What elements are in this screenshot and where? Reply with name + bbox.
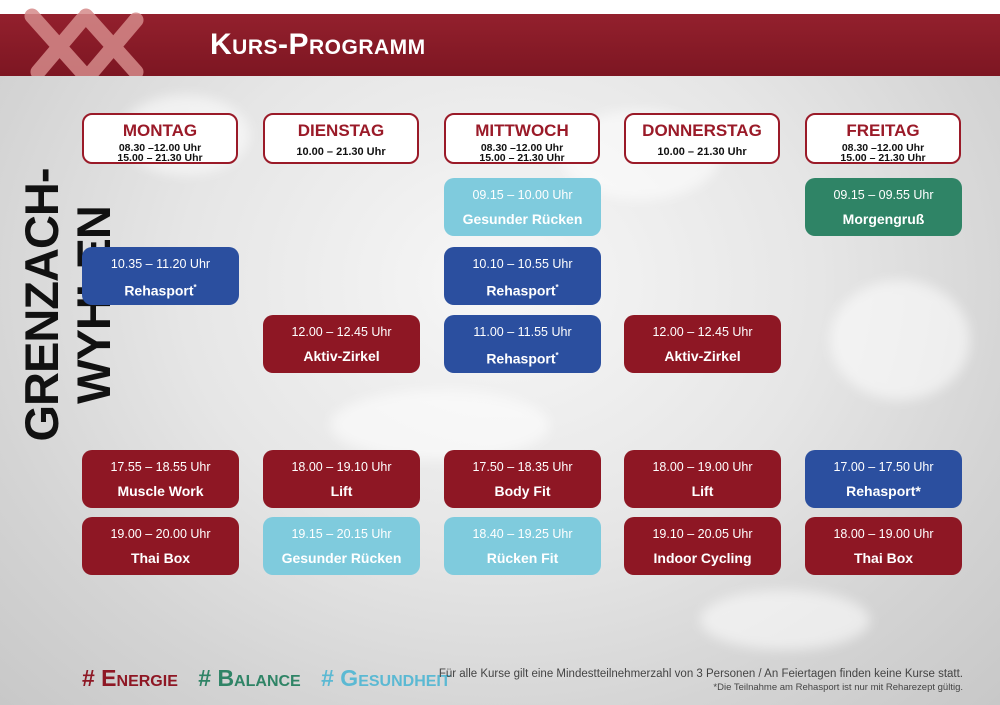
course-time: 09.15 – 09.55 Uhr (833, 188, 934, 202)
day-hours: 15.00 – 21.30 Uhr (479, 152, 565, 164)
course-card-aktiv-zirkel[interactable]: 12.00 – 12.45 Uhr Aktiv-Zirkel (263, 315, 420, 373)
day-name: FREITAG (846, 121, 920, 140)
day-name: MITTWOCH (475, 121, 569, 140)
legend-energie: # Energie (82, 665, 178, 691)
course-time: 12.00 – 12.45 Uhr (652, 325, 753, 339)
day-header-donnerstag: DONNERSTAG 10.00 – 21.30 Uhr (624, 113, 780, 164)
course-name: Thai Box (130, 550, 191, 566)
day-name: MONTAG (122, 121, 198, 140)
course-card-rehasport[interactable]: 10.10 – 10.55 Uhr Rehasport* (444, 247, 601, 305)
course-card-lift[interactable]: 18.00 – 19.10 Uhr Lift (263, 450, 420, 508)
day-hours: 10.00 – 21.30 Uhr (657, 146, 747, 158)
footnote: Für alle Kurse gilt eine Mindestteilnehm… (439, 667, 963, 695)
course-card-rehasport[interactable]: 11.00 – 11.55 Uhr Rehasport* (444, 315, 601, 373)
course-name: Aktiv-Zirkel (303, 348, 380, 364)
course-card-thai-box[interactable]: 19.00 – 20.00 Uhr Thai Box (82, 517, 239, 575)
legend-balance: # Balance (198, 665, 301, 691)
day-header-montag: MONTAG 08.30 –12.00 Uhr 15.00 – 21.30 Uh… (82, 113, 238, 164)
course-time: 17.50 – 18.35 Uhr (472, 460, 573, 474)
double-x-logo-icon (20, 6, 160, 76)
course-time: 19.10 – 20.05 Uhr (652, 527, 753, 541)
background-bokeh (700, 590, 870, 650)
day-hours: 15.00 – 21.30 Uhr (117, 152, 203, 164)
course-card-muscle-work[interactable]: 17.55 – 18.55 Uhr Muscle Work (82, 450, 239, 508)
course-time: 19.00 – 20.00 Uhr (110, 527, 211, 541)
location-label: GRENZACH-WYHLEN (15, 168, 120, 442)
course-time: 18.00 – 19.10 Uhr (291, 460, 392, 474)
course-name: Rehasport* (846, 483, 921, 499)
course-time: 11.00 – 11.55 Uhr (473, 325, 572, 339)
course-name: Rehasport* (486, 350, 559, 367)
course-name: Aktiv-Zirkel (664, 348, 741, 364)
course-name: Muscle Work (117, 483, 204, 499)
day-hours: 08.30 –12.00 Uhr (841, 142, 925, 154)
course-name: Gesunder Rücken (462, 211, 583, 227)
course-time: 19.15 – 20.15 Uhr (291, 527, 392, 541)
day-hours: 15.00 – 21.30 Uhr (840, 152, 926, 164)
day-header-mittwoch: MITTWOCH 08.30 –12.00 Uhr 15.00 – 21.30 … (444, 113, 600, 164)
footnote-line: *Die Teilnahme am Rehasport ist nur mit … (713, 682, 963, 693)
course-card-lift[interactable]: 18.00 – 19.00 Uhr Lift (624, 450, 781, 508)
page-title: Kurs-Programm (210, 28, 426, 61)
course-name: Lift (330, 483, 353, 499)
top-strip (0, 0, 1000, 14)
course-name: Gesunder Rücken (281, 550, 402, 566)
course-time: 18.40 – 19.25 Uhr (472, 527, 573, 541)
day-hours: 08.30 –12.00 Uhr (480, 142, 564, 154)
course-time: 17.00 – 17.50 Uhr (833, 460, 934, 474)
course-card-thai-box[interactable]: 18.00 – 19.00 Uhr Thai Box (805, 517, 962, 575)
course-time: 10.10 – 10.55 Uhr (472, 257, 573, 271)
course-name: Rehasport* (486, 282, 559, 299)
day-header-dienstag: DIENSTAG 10.00 – 21.30 Uhr (263, 113, 419, 164)
course-time: 17.55 – 18.55 Uhr (110, 460, 211, 474)
course-name: Rücken Fit (486, 550, 559, 566)
course-card-aktiv-zirkel[interactable]: 12.00 – 12.45 Uhr Aktiv-Zirkel (624, 315, 781, 373)
day-hours: 10.00 – 21.30 Uhr (296, 146, 386, 158)
day-name: DIENSTAG (297, 121, 385, 140)
course-name: Lift (691, 483, 714, 499)
course-time: 09.15 – 10.00 Uhr (472, 188, 573, 202)
legend-gesundheit: # Gesundheit (321, 665, 451, 691)
day-header-freitag: FREITAG 08.30 –12.00 Uhr 15.00 – 21.30 U… (805, 113, 961, 164)
category-legend: # Energie # Balance # Gesundheit (82, 664, 465, 692)
course-name: Rehasport* (124, 282, 197, 299)
course-time: 12.00 – 12.45 Uhr (291, 325, 392, 339)
day-hours: 08.30 –12.00 Uhr (118, 142, 202, 154)
course-card-gesunder-ruecken[interactable]: 19.15 – 20.15 Uhr Gesunder Rücken (263, 517, 420, 575)
course-card-ruecken-fit[interactable]: 18.40 – 19.25 Uhr Rücken Fit (444, 517, 601, 575)
header-bar: Kurs-Programm (0, 14, 1000, 76)
course-card-indoor-cycling[interactable]: 19.10 – 20.05 Uhr Indoor Cycling (624, 517, 781, 575)
course-name: Morgengruß (842, 211, 925, 227)
course-card-gesunder-ruecken[interactable]: 09.15 – 10.00 Uhr Gesunder Rücken (444, 178, 601, 236)
course-name: Body Fit (494, 483, 551, 499)
course-card-rehasport[interactable]: 10.35 – 11.20 Uhr Rehasport* (82, 247, 239, 305)
course-card-body-fit[interactable]: 17.50 – 18.35 Uhr Body Fit (444, 450, 601, 508)
course-name: Thai Box (853, 550, 914, 566)
background-bokeh (330, 390, 550, 460)
course-name: Indoor Cycling (653, 550, 752, 566)
day-name: DONNERSTAG (642, 121, 762, 140)
footnote-line: Für alle Kurse gilt eine Mindestteilnehm… (438, 668, 963, 680)
course-time: 10.35 – 11.20 Uhr (110, 257, 211, 271)
background-bokeh (830, 280, 970, 400)
course-time: 18.00 – 19.00 Uhr (652, 460, 753, 474)
course-card-morgengruss[interactable]: 09.15 – 09.55 Uhr Morgengruß (805, 178, 962, 236)
course-card-rehasport[interactable]: 17.00 – 17.50 Uhr Rehasport* (805, 450, 962, 508)
course-time: 18.00 – 19.00 Uhr (833, 527, 934, 541)
